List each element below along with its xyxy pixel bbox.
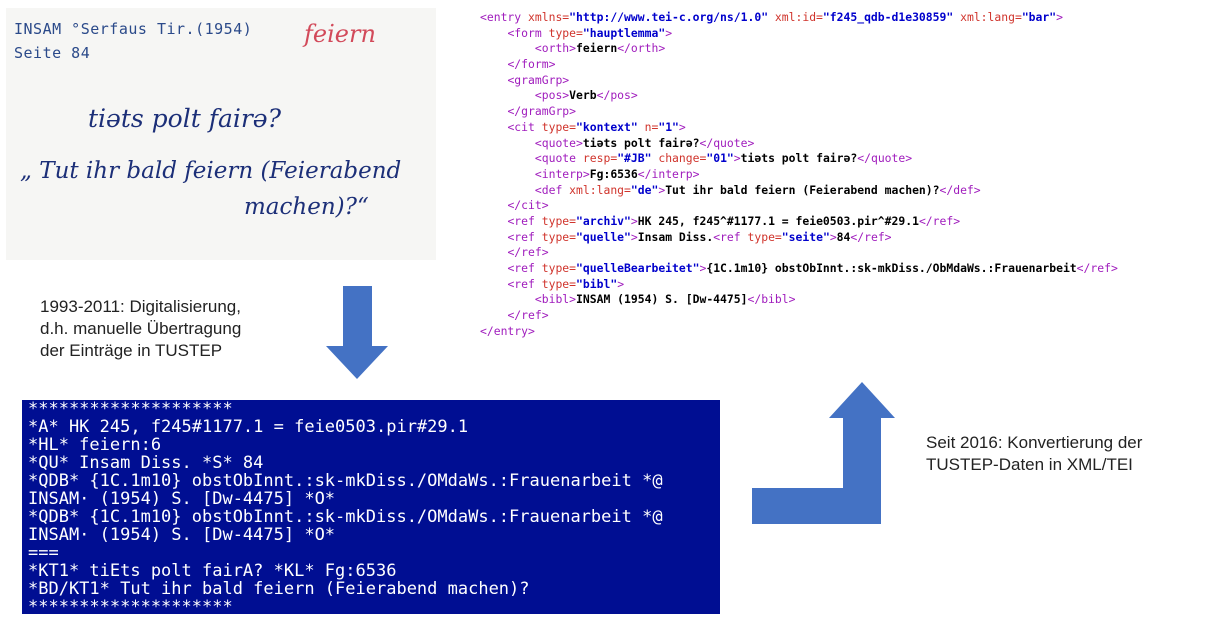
xml-line-gramgrp-open: <gramGrp> <box>507 72 570 87</box>
card-dialect-sentence: tiəts polt fairə? <box>88 104 282 133</box>
up-right-bent-arrow <box>752 382 895 524</box>
xml-line-form-close: </form> <box>507 57 556 72</box>
xml-line-quote: <quote>tiəts polt fairə?</quote> <box>534 135 755 150</box>
caption-conversion-line1: Seit 2016: Konvertierung der <box>926 433 1143 452</box>
xml-line-ref-bibl: <ref type="bibl"> <box>507 276 625 291</box>
caption-digitisation-line3: der Einträge in TUSTEP <box>40 341 223 360</box>
terminal-line: *BD/KT1* Tut ihr bald feiern (Feierabend… <box>28 579 530 599</box>
xml-line-form-open: <form type="hauptlemma"> <box>507 25 673 40</box>
xml-line-ref-close-2: </ref> <box>507 308 549 323</box>
card-lemma-stamp: feiern <box>304 20 376 48</box>
terminal-line: ******************** <box>28 597 233 614</box>
caption-conversion-line2: TUSTEP-Daten in XML/TEI <box>926 455 1133 474</box>
xml-line-ref-close: </ref> <box>507 245 549 260</box>
xml-line-bibl: <bibl>INSAM (1954) S. [Dw-4475]</bibl> <box>534 292 796 307</box>
xml-line-entry-close: </entry> <box>480 323 535 338</box>
xml-line-orth: <orth>feiern</orth> <box>534 41 666 56</box>
index-card-scan: INSAM °Serfaus Tir.(1954) Seite 84 feier… <box>6 8 436 260</box>
down-arrow <box>326 286 388 379</box>
xml-line-entry-open: <entry xmlns="http://www.tei-c.org/ns/1.… <box>480 10 1063 24</box>
terminal-line: INSAM· (1954) S. [Dw-4475] *O* <box>28 489 336 509</box>
tei-xml-listing: <entry xmlns="http://www.tei-c.org/ns/1.… <box>480 10 1225 339</box>
card-header-page: Seite 84 <box>14 44 91 62</box>
xml-line-gramgrp-close: </gramGrp> <box>507 104 577 119</box>
xml-line-ref-quelle: <ref type="quelle">Insam Diss.<ref type=… <box>507 229 892 244</box>
terminal-line: INSAM· (1954) S. [Dw-4475] *O* <box>28 525 336 545</box>
xml-line-quote-resp: <quote resp="#JB" change="01">tiəts polt… <box>534 151 913 166</box>
card-translation-line: „ Tut ihr bald feiern (Feierabend <box>20 158 402 184</box>
xml-line-pos: <pos>Verb</pos> <box>534 88 638 103</box>
terminal-line: *QDB* {1C.1m10} obstObInnt.:sk-mkDiss./O… <box>28 507 663 527</box>
xml-line-cit-open: <cit type="kontext" n="1"> <box>507 119 686 134</box>
terminal-line: *A* HK 245, f245#1177.1 = feie0503.pir#2… <box>28 417 469 437</box>
terminal-line: ******************** <box>28 400 233 419</box>
terminal-line: *QDB* {1C.1m10} obstObInnt.:sk-mkDiss./O… <box>28 471 663 491</box>
tustep-terminal: ******************** *A* HK 245, f245#11… <box>22 400 720 614</box>
caption-digitisation-line2: d.h. manuelle Übertragung <box>40 319 242 338</box>
xml-line-ref-archiv: <ref type="archiv">HK 245, f245^#1177.1 … <box>507 213 961 228</box>
terminal-line: === <box>28 543 59 563</box>
xml-line-interp: <interp>Fg:6536</interp> <box>534 166 700 181</box>
caption-digitisation-line1: 1993-2011: Digitalisierung, <box>40 297 241 316</box>
terminal-line: *QU* Insam Diss. *S* 84 <box>28 453 264 473</box>
xml-line-ref-quellebearbeitet: <ref type="quelleBearbeitet">{1C.1m10} o… <box>507 261 1118 275</box>
terminal-line: *KT1* tiEts polt fairA? *KL* Fg:6536 <box>28 561 397 581</box>
xml-line-cit-close: </cit> <box>507 198 549 213</box>
card-translation-end: machen)?“ <box>244 194 369 220</box>
xml-line-def: <def xml:lang="de">Tut ihr bald feiern (… <box>534 182 981 197</box>
caption-digitisation: 1993-2011: Digitalisierung, d.h. manuell… <box>40 296 241 362</box>
card-header-source: INSAM °Serfaus Tir.(1954) <box>14 20 253 38</box>
terminal-line: *HL* feiern:6 <box>28 435 162 455</box>
caption-conversion: Seit 2016: Konvertierung der TUSTEP-Date… <box>926 432 1142 476</box>
